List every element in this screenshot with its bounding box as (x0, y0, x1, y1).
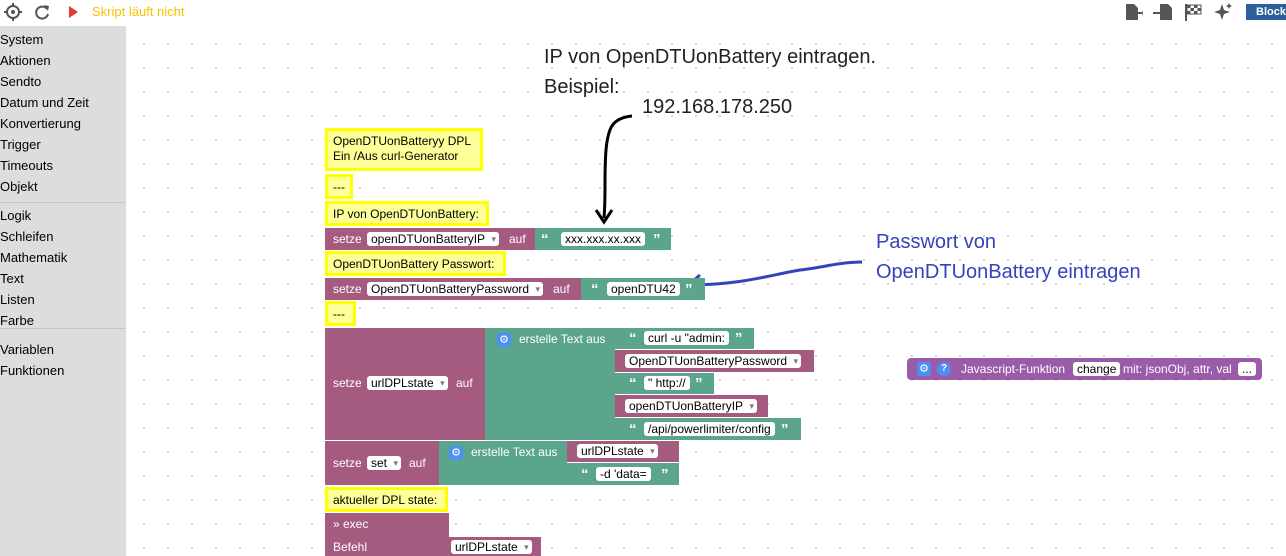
sparkle-icon[interactable] (1213, 2, 1233, 22)
quote-open-icon: “ (591, 281, 599, 298)
javascript-function-block[interactable]: ⚙ ? Javascript-Funktion change mit: json… (907, 358, 1262, 380)
quote-close-icon: ” (661, 466, 669, 483)
variable-dropdown-ref-url-exec[interactable]: urlDPLstate (451, 540, 532, 554)
quote-open-icon: “ (541, 231, 549, 248)
export-icon[interactable] (1123, 2, 1143, 22)
annotation-pw-line2: OpenDTUonBattery eintragen (876, 261, 1141, 283)
set-variable-set-block[interactable]: setze set auf (325, 441, 439, 485)
refresh-icon[interactable] (33, 3, 51, 21)
toolbox-separator (0, 202, 126, 203)
variable-ref-ip[interactable]: openDTUonBatteryIP (615, 395, 768, 417)
function-params-more[interactable]: ... (1238, 362, 1257, 376)
toolbox-category-objekt[interactable]: Objekt (0, 179, 38, 194)
quote-close-icon: ” (685, 281, 693, 298)
toolbox-separator (0, 328, 126, 329)
variable-dropdown-ref-password[interactable]: OpenDTUonBatteryPassword (625, 354, 802, 368)
quote-open-icon: “ (629, 330, 637, 347)
quote-open-icon: “ (629, 421, 637, 438)
text-field-data[interactable]: -d 'data= (596, 467, 651, 481)
toolbox-category-timeouts[interactable]: Timeouts (0, 158, 53, 173)
comment-password[interactable]: OpenDTUonBattery Passwort: (325, 251, 506, 276)
toolbox-category-farbe[interactable]: Farbe (0, 313, 34, 328)
play-icon[interactable] (64, 3, 82, 21)
quote-open-icon: “ (629, 375, 637, 392)
annotation-ip-line1: IP von OpenDTUonBattery eintragen. (544, 46, 877, 68)
help-icon[interactable]: ? (937, 362, 951, 376)
checkered-flag-icon[interactable] (1183, 2, 1203, 22)
text-field-curl[interactable]: curl -u "admin: (644, 331, 729, 345)
comment-title[interactable]: OpenDTUonBatteryy DPL Ein /Aus curl-Gene… (325, 128, 483, 171)
target-icon[interactable] (4, 3, 22, 21)
gear-icon[interactable]: ⚙ (449, 446, 463, 460)
variable-dropdown-set[interactable]: set (367, 456, 402, 470)
toolbox-category-text[interactable]: Text (0, 271, 24, 286)
variable-dropdown-ref-ip[interactable]: openDTUonBatteryIP (625, 399, 758, 413)
quote-close-icon: ” (695, 375, 703, 392)
toolbox-category-system[interactable]: System (0, 32, 44, 47)
function-name-field[interactable]: change (1073, 362, 1121, 376)
toolbox-category-mathematik[interactable]: Mathematik (0, 250, 68, 265)
text-field-ip[interactable]: xxx.xxx.xx.xxx (561, 232, 646, 246)
comment-separator[interactable]: --- (325, 174, 353, 199)
text-block-curl[interactable]: “ curl -u "admin: ” (615, 328, 754, 349)
quote-open-icon: “ (581, 466, 589, 483)
toolbox-category-trigger[interactable]: Trigger (0, 137, 41, 152)
quote-close-icon: ” (735, 330, 743, 347)
tab-blockly[interactable]: Block (1246, 4, 1286, 20)
script-status: Skript läuft nicht (92, 4, 185, 19)
text-field-password[interactable]: openDTU42 (607, 282, 680, 296)
variable-dropdown-ref-url[interactable]: urlDPLstate (577, 444, 658, 458)
annotation-ip-example: 192.168.178.250 (642, 96, 793, 118)
toolbox-category-funktionen[interactable]: Funktionen (0, 363, 65, 378)
blockly-workspace[interactable] (126, 26, 1286, 556)
text-block-password[interactable]: “ openDTU42 ” (581, 278, 705, 300)
annotation-pw-line1: Passwort von (876, 231, 997, 253)
variable-dropdown-url[interactable]: urlDPLstate (367, 376, 448, 390)
comment-separator-2[interactable]: ---- (325, 301, 356, 336)
toolbox-category-variablen[interactable]: Variablen (0, 342, 54, 357)
text-field-api[interactable]: /api/powerlimiter/config (644, 422, 775, 436)
variable-dropdown-password[interactable]: OpenDTUonBatteryPassword (367, 282, 544, 296)
import-icon[interactable] (1153, 2, 1173, 22)
variable-ref-url-exec[interactable]: urlDPLstate (441, 537, 541, 556)
text-block-data[interactable]: “ -d 'data= ” (567, 463, 679, 485)
text-block-ip[interactable]: “ xxx.xxx.xx.xxx ” (535, 228, 671, 250)
gear-icon[interactable]: ⚙ (917, 362, 931, 376)
create-text-block-set[interactable]: ⚙ erstelle Text aus (439, 441, 567, 485)
toolbox-category-datum-und-zeit[interactable]: Datum und Zeit (0, 95, 89, 110)
text-block-api[interactable]: “ /api/powerlimiter/config ” (615, 418, 801, 440)
comment-dpl-state[interactable]: aktueller DPL state: (325, 487, 448, 512)
toolbar: Skript läuft nicht Block (0, 0, 1286, 24)
gear-icon[interactable]: ⚙ (497, 333, 511, 347)
exec-block[interactable]: » exec Befehl (325, 513, 449, 556)
comment-ip[interactable]: IP von OpenDTUonBattery: (325, 201, 489, 226)
set-variable-password-block[interactable]: setze OpenDTUonBatteryPassword auf (325, 278, 581, 300)
toolbox-category-logik[interactable]: Logik (0, 208, 32, 223)
variable-ref-password[interactable]: OpenDTUonBatteryPassword (615, 350, 814, 372)
variable-dropdown-ip[interactable]: openDTUonBatteryIP (367, 232, 500, 246)
create-text-block-url[interactable]: ⚙ erstelle Text aus (485, 328, 615, 440)
toolbox-category-aktionen[interactable]: Aktionen (0, 53, 51, 68)
set-variable-ip-block[interactable]: setze openDTUonBatteryIP auf (325, 228, 535, 250)
annotation-ip-line2: Beispiel: (544, 76, 620, 98)
text-block-http[interactable]: “ " http:// ” (615, 373, 714, 394)
toolbox-category-listen[interactable]: Listen (0, 292, 35, 307)
toolbox-category-konvertierung[interactable]: Konvertierung (0, 116, 81, 131)
quote-close-icon: ” (653, 231, 661, 248)
toolbox-category-sendto[interactable]: Sendto (0, 74, 42, 89)
set-variable-url-block[interactable]: setze urlDPLstate auf (325, 328, 485, 440)
text-field-http[interactable]: " http:// (644, 376, 690, 390)
quote-close-icon: ” (781, 421, 789, 438)
variable-ref-url[interactable]: urlDPLstate (567, 441, 679, 462)
toolbox-category-schleifen[interactable]: Schleifen (0, 229, 54, 244)
